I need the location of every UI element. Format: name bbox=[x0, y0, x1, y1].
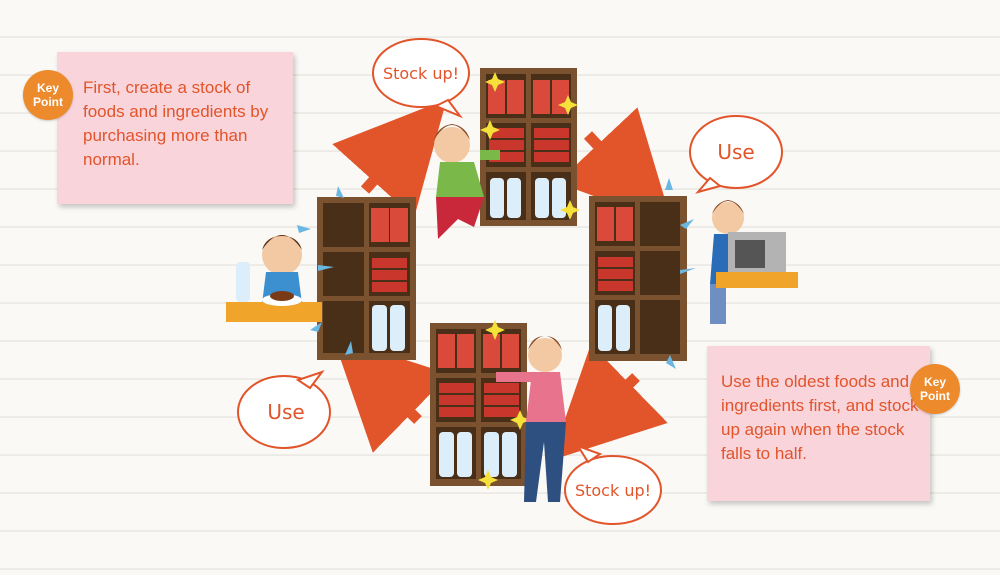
speech-bubble-use-right bbox=[689, 115, 783, 194]
key-point-note-rotate: Use the oldest foods and ingredients fir… bbox=[707, 346, 930, 501]
speech-bubble-stock-up-bottom bbox=[564, 444, 662, 525]
arrow-bottom-to-left bbox=[332, 336, 450, 453]
bubble-text-use-left: Use bbox=[267, 400, 304, 424]
key-point-note-stock: First, create a stock of foods and ingre… bbox=[57, 52, 293, 204]
arrow-right-to-bottom bbox=[550, 344, 668, 461]
arrow-left-to-top bbox=[332, 99, 447, 218]
shelf-left bbox=[317, 197, 416, 360]
sparkle-icons bbox=[478, 72, 580, 490]
bubble-text-use-right: Use bbox=[717, 140, 754, 164]
key-point-badge-bottom-right: Key Point bbox=[910, 364, 960, 414]
key-point-badge-label: Key Point bbox=[33, 81, 63, 109]
woman-stocking-bottom-figure bbox=[496, 336, 566, 502]
arrow-top-to-right bbox=[557, 107, 673, 226]
cycle-arrows bbox=[332, 99, 673, 461]
key-point-text-rotate: Use the oldest foods and ingredients fir… bbox=[721, 372, 919, 463]
boy-eating-left-figure bbox=[226, 235, 322, 322]
speech-bubble-use-left bbox=[237, 370, 331, 449]
shelf-top bbox=[480, 68, 577, 226]
speech-bubble-stock-up-top bbox=[372, 38, 470, 119]
woman-stocking-top-figure bbox=[434, 124, 500, 239]
bubble-text-stock-up-top: Stock up! bbox=[383, 64, 459, 83]
key-point-text-stock: First, create a stock of foods and ingre… bbox=[83, 78, 269, 169]
bubble-text-stock-up-bottom: Stock up! bbox=[575, 481, 651, 500]
emphasis-marks bbox=[297, 178, 696, 369]
key-point-badge-label: Key Point bbox=[920, 375, 950, 403]
shelf-bottom bbox=[430, 323, 527, 486]
woman-microwave-right-figure bbox=[710, 200, 798, 324]
shelf-right bbox=[589, 196, 687, 361]
key-point-badge-top-left: Key Point bbox=[23, 70, 73, 120]
